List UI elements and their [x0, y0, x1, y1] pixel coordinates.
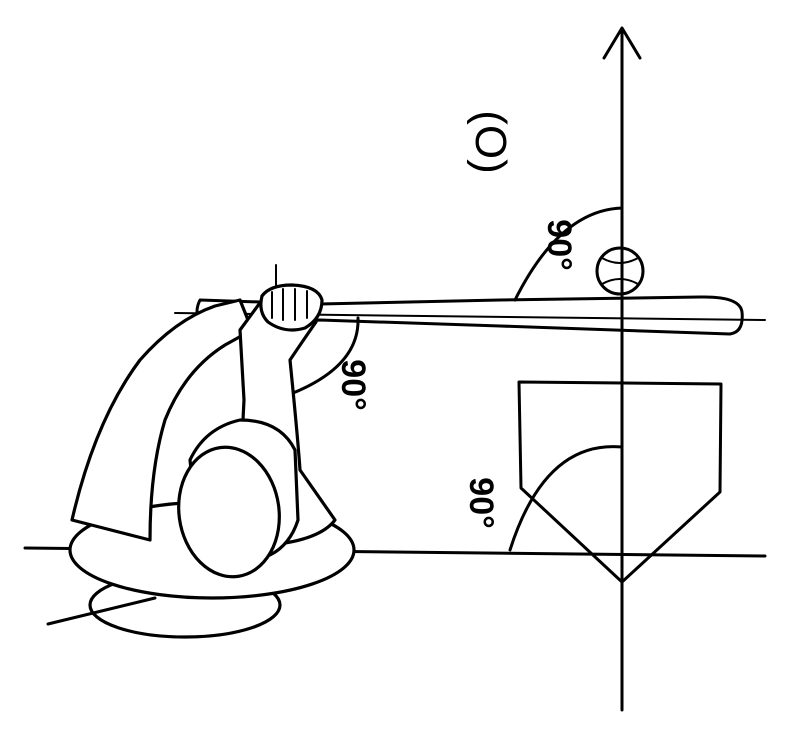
home-plate-icon [517, 380, 723, 584]
batter-hands [259, 283, 324, 332]
plate-corner-angle-arc [508, 445, 624, 552]
arm-angle-arc [278, 316, 360, 400]
batter-helmet [177, 445, 281, 579]
marker-label: (O) [466, 110, 515, 174]
batter-figure [46, 283, 356, 639]
bat-knob-line [46, 596, 157, 626]
up-arrow-icon [602, 26, 642, 60]
bat-vertical-angle-arc [513, 206, 624, 302]
batter-back-arm [70, 298, 254, 542]
angle-label-plate: 90° [462, 477, 500, 528]
angle-label-bat: 90° [540, 219, 578, 270]
baseball-icon [595, 246, 645, 296]
angle-label-arm: 90° [334, 359, 372, 410]
